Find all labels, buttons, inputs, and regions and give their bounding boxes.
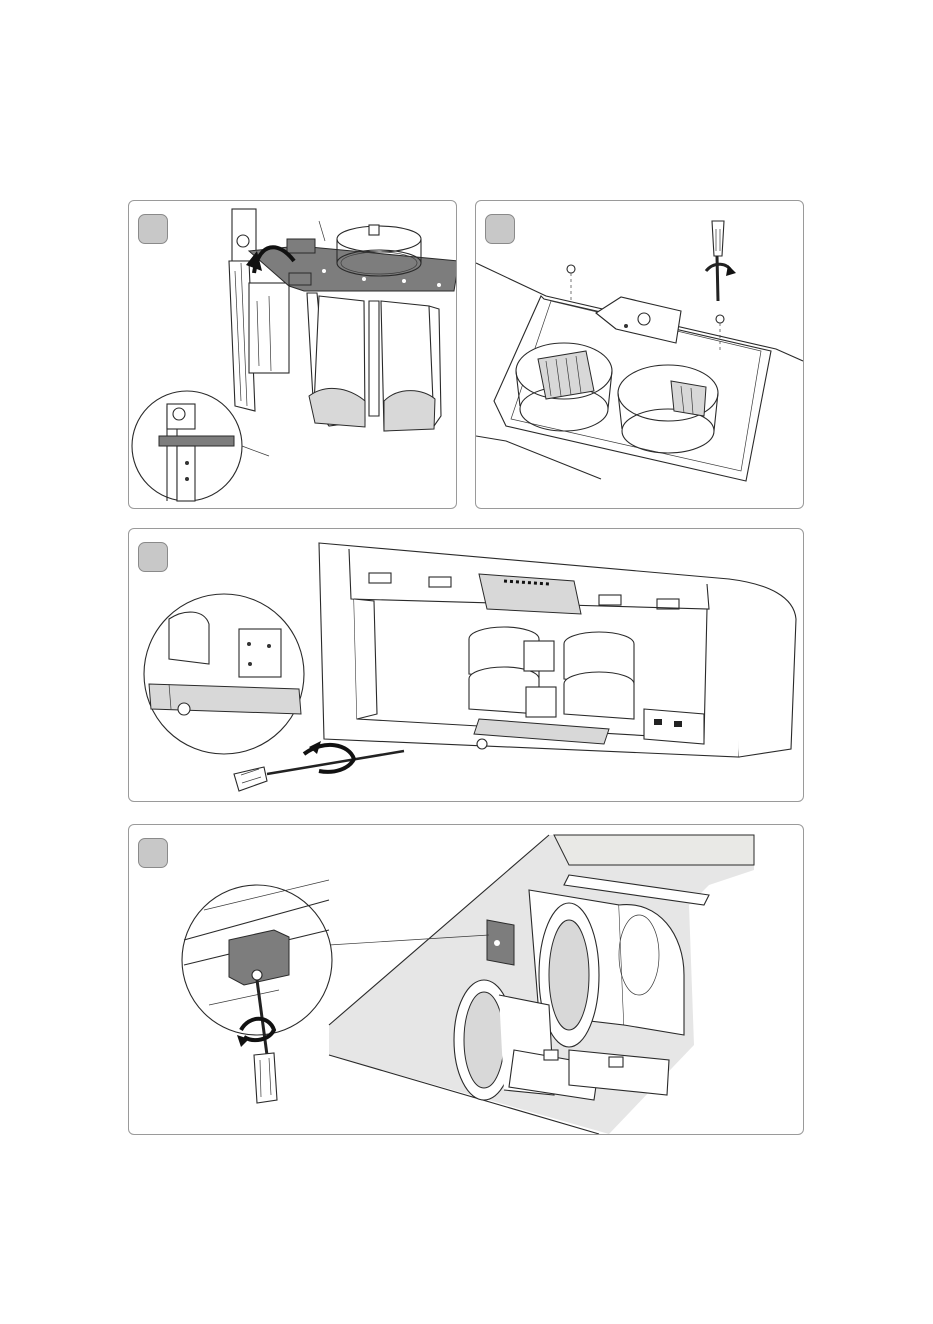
- detail-magnifier: [144, 594, 304, 754]
- screw-icon: [567, 265, 575, 273]
- screwdriver-icon: [706, 221, 736, 301]
- front-housing-screw-illustration: [129, 529, 803, 801]
- screw-icon: [716, 315, 724, 323]
- step-1-panel: [128, 200, 457, 509]
- step-3-panel: [128, 528, 804, 802]
- step-2-panel: [475, 200, 804, 509]
- control-box: [644, 709, 704, 744]
- housing-side: [229, 209, 289, 411]
- mounting-bracket: [487, 920, 514, 965]
- blower-bracket-screw-illustration: [129, 825, 803, 1134]
- screwdriver-icon: [234, 741, 404, 791]
- detail-magnifier: [182, 880, 332, 1035]
- bracket-lift-illustration: [129, 201, 456, 508]
- screw-icon: [477, 739, 487, 749]
- fan-shrouds: [307, 293, 441, 431]
- step-4-panel: [128, 824, 804, 1135]
- screw-removal-top-illustration: [476, 201, 803, 508]
